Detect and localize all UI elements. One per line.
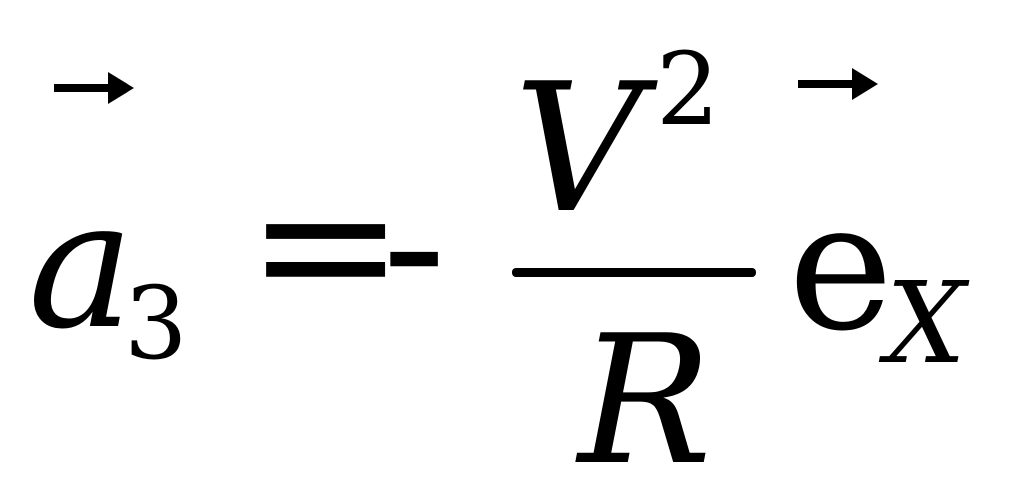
velocity-exponent: 2 <box>656 31 720 148</box>
acceleration-subscript: 3 <box>124 265 188 382</box>
unit-vector-subscript: X <box>886 259 966 389</box>
unit-vector-symbol: e <box>788 163 894 370</box>
vector-arrow-icon <box>52 68 136 108</box>
minus-sign: - <box>382 134 447 355</box>
fraction-bar <box>512 268 756 277</box>
acceleration-symbol: a <box>28 161 135 368</box>
velocity-symbol: V <box>514 45 643 252</box>
equals-sign: = <box>246 134 406 355</box>
unit-vector-arrow-icon <box>796 64 880 104</box>
vector-arrow-a-icon <box>54 72 134 104</box>
vector-arrow-e-icon <box>798 68 878 100</box>
radius-symbol: R <box>578 297 713 492</box>
